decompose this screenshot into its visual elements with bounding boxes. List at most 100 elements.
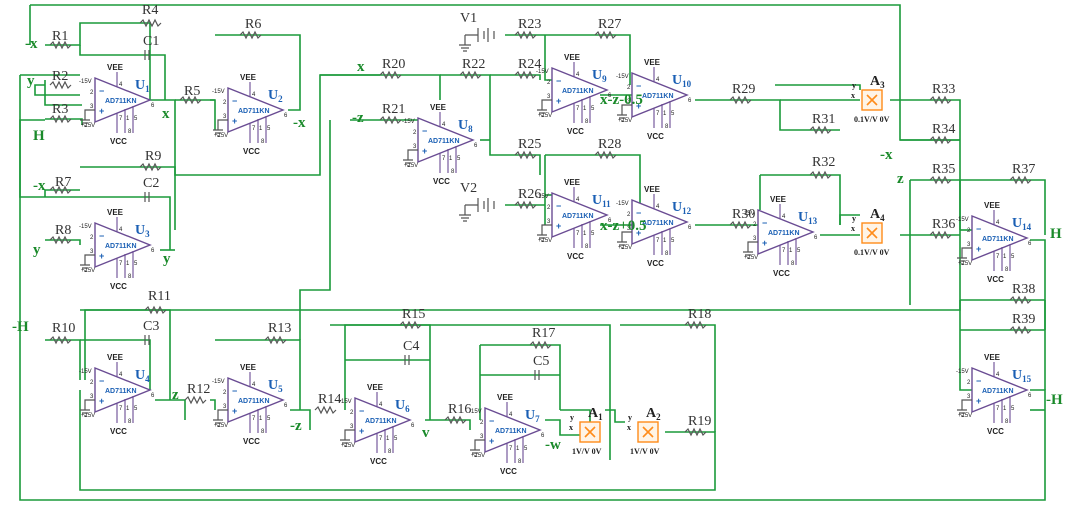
opamp-vee-label: VEE: [564, 178, 581, 187]
signal-xz-plus-out: x-z+0.5: [600, 218, 646, 234]
opamp-pin-4: 4: [576, 72, 580, 78]
label-C5: C5: [533, 354, 549, 369]
multiplier-input-y: y: [852, 81, 856, 90]
opamp-vee-label: VEE: [497, 393, 514, 402]
opamp-pin-5: 5: [134, 406, 138, 412]
opamp-pin-6: 6: [151, 103, 155, 109]
opamp-pin-6: 6: [284, 113, 288, 119]
label-R17: R17: [532, 326, 555, 341]
opamp-part: AD711KN: [238, 398, 270, 405]
opamp-pin-6: 6: [474, 143, 478, 149]
opamp-vee-label: VEE: [107, 208, 124, 217]
opamp-pin-4: 4: [252, 92, 256, 98]
opamp-pin-7: 7: [252, 126, 256, 132]
opamp-pin-7: 7: [996, 406, 1000, 412]
minus-sign: −: [636, 208, 641, 218]
opamp-pin-1: 1: [583, 106, 587, 112]
label-R31: R31: [812, 112, 835, 127]
labels: R1 R2 R3 R4 R5 R6 R7 R8 R9 R10 R11 R12 R…: [12, 3, 1063, 453]
opamp-body: [417, 116, 475, 164]
opamp-pin-5: 5: [134, 116, 138, 122]
plus-sign: +: [636, 101, 641, 111]
opamp-pin-5: 5: [267, 126, 271, 132]
opamp-pin-3: 3: [90, 104, 94, 110]
opamp-label-u7: U7: [525, 408, 540, 424]
opamp-pin-1: 1: [663, 238, 667, 244]
opamp-pos-supply: +15V: [958, 261, 972, 267]
resistor-symbols: [49, 18, 1032, 437]
opamp-pin-8: 8: [261, 429, 265, 435]
opamp-vee-label: VEE: [367, 383, 384, 392]
label-C2: C2: [143, 176, 159, 191]
opamp-pin-5: 5: [671, 111, 675, 117]
opamp-pin-2: 2: [223, 100, 227, 106]
label-R22: R22: [462, 57, 485, 72]
opamp-pos-supply: +15V: [341, 443, 355, 449]
opamp-pin-4: 4: [996, 220, 1000, 226]
opamp-pin-3: 3: [223, 404, 227, 410]
multiplier-label: A2: [646, 406, 661, 422]
opamp-pin-4: 4: [509, 412, 513, 418]
label-R28: R28: [598, 137, 621, 152]
opamp-pin-8: 8: [128, 274, 132, 280]
opamp-neg-supply: -15V: [339, 399, 352, 405]
signal-neg-x-in-2: -x: [33, 178, 46, 194]
opamp-vcc-label: VCC: [243, 437, 260, 446]
minus-sign: −: [99, 376, 104, 386]
label-R20: R20: [382, 57, 405, 72]
label-R6: R6: [245, 17, 261, 32]
opamp-pin-6: 6: [541, 433, 545, 439]
opamp-pin-3: 3: [223, 114, 227, 120]
opamp-vcc-label: VCC: [110, 137, 127, 146]
plus-sign: +: [556, 221, 561, 231]
opamp-label-u3: U3: [135, 223, 150, 239]
plus-sign: +: [636, 228, 641, 238]
opamp-vcc-label: VCC: [500, 467, 517, 476]
opamp-pin-4: 4: [119, 372, 123, 378]
signal-y-in-2: y: [33, 242, 41, 258]
signal-xz-minus-out: x-z-0.5: [600, 92, 643, 108]
opamp-pin-7: 7: [782, 248, 786, 254]
label-R3: R3: [52, 102, 68, 117]
label-R25: R25: [518, 137, 541, 152]
label-R4: R4: [142, 3, 158, 18]
opamp-label-u13: U13: [798, 210, 818, 226]
opamp-vcc-label: VCC: [567, 127, 584, 136]
opamp-pin-8: 8: [585, 244, 589, 250]
opamp-pin-2: 2: [350, 410, 354, 416]
plus-sign: +: [359, 426, 364, 436]
opamp-pin-1: 1: [449, 156, 453, 162]
opamp-label-u6: U6: [395, 398, 410, 414]
opamp-part: AD711KN: [238, 108, 270, 115]
opamp-neg-supply: -15V: [536, 194, 549, 200]
opamp-neg-supply: -15V: [79, 224, 92, 230]
dc-sources: [459, 28, 495, 222]
opamp-pos-supply: +15V: [538, 238, 552, 244]
opamp-body: [971, 366, 1029, 414]
label-V2: V2: [460, 181, 477, 196]
label-R15: R15: [402, 307, 425, 322]
plus-sign: +: [976, 396, 981, 406]
minus-sign: −: [762, 218, 767, 228]
multiplier-input-x: x: [851, 224, 855, 233]
opamp-pin-5: 5: [797, 248, 801, 254]
ground-symbol: [80, 254, 95, 272]
multiplier-rating: 0.1V/V 0V: [854, 248, 890, 257]
opamp-pin-7: 7: [656, 238, 660, 244]
label-R32: R32: [812, 155, 835, 170]
plus-sign: +: [489, 436, 494, 446]
opamp-pin-3: 3: [480, 434, 484, 440]
opamp-pin-6: 6: [1028, 393, 1032, 399]
opamp-pin-4: 4: [576, 197, 580, 203]
opamp-pin-2: 2: [627, 85, 631, 91]
opamp-label-u8: U8: [458, 118, 473, 134]
opamp-pin-2: 2: [753, 222, 757, 228]
opamp-pin-1: 1: [259, 126, 263, 132]
opamp-vcc-label: VCC: [110, 282, 127, 291]
